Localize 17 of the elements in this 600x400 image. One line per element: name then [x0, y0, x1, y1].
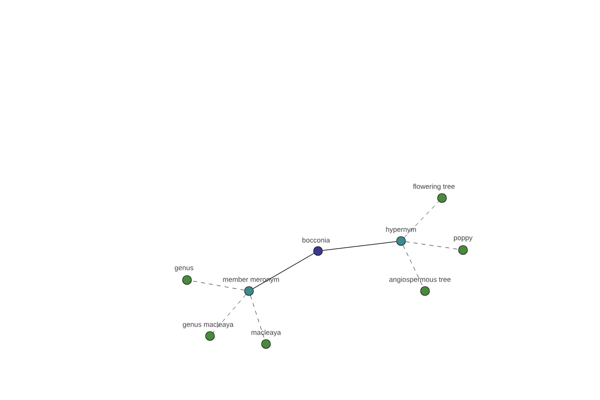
connector-line	[404, 201, 439, 238]
connector-line	[402, 245, 424, 287]
graph-node	[205, 331, 215, 341]
connector-line	[322, 241, 397, 251]
graph-node	[458, 245, 468, 255]
graph-node	[420, 286, 430, 296]
connector-line	[212, 294, 246, 333]
graph-node	[261, 339, 271, 349]
connector-line	[252, 253, 314, 289]
graph-node	[182, 275, 192, 285]
connector-line	[250, 295, 265, 340]
connector-line	[191, 280, 245, 290]
connector-line	[406, 241, 458, 250]
graph-node	[244, 286, 254, 296]
graph-node	[396, 236, 406, 246]
graph-node	[437, 193, 447, 203]
graph-node	[313, 246, 323, 256]
